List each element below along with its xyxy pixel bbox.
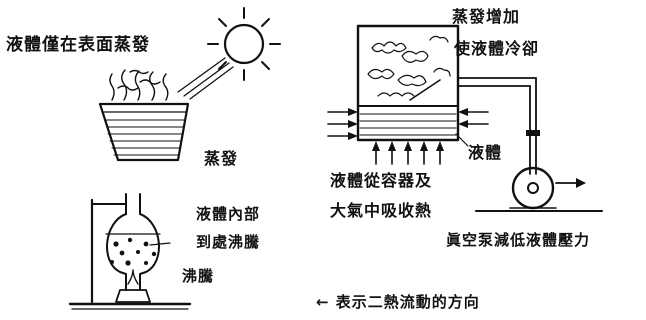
- vacuum-chamber: [356, 24, 460, 142]
- sun-icon: [207, 7, 281, 81]
- sunlight-rays: [177, 57, 234, 100]
- label-vacuum-pump: 眞空泵減低液體壓力: [446, 231, 591, 249]
- exhaust-arrow: [555, 178, 586, 188]
- label-inside-line1: 液體內部: [196, 205, 261, 223]
- vacuum-pipe: [457, 77, 540, 175]
- vacuum-pump-icon: [475, 166, 603, 212]
- label-evap-increase: 蒸發增加: [452, 7, 521, 26]
- label-boiling: 沸騰: [182, 267, 215, 285]
- vapor-wisps: [109, 69, 169, 101]
- boiling-flask-apparatus: [68, 193, 192, 310]
- evaporation-bowl: [98, 102, 190, 162]
- label-absorb-line1: 液體從容器及: [330, 171, 433, 190]
- boiling-bubbles: [110, 237, 157, 266]
- label-inside-line2: 到處沸騰: [196, 233, 261, 251]
- label-liquid-right: 液體: [468, 143, 503, 162]
- label-surface-only: 液體僅在表面蒸發: [6, 35, 150, 55]
- label-cools-liquid: 使液體冷卻: [454, 39, 540, 58]
- label-absorb-line2: 大氣中吸收熱: [330, 201, 433, 220]
- label-evaporation: 蒸發: [204, 149, 239, 168]
- legend-heat-flow: ← 表示二熱流動的方向: [316, 293, 480, 311]
- vapor-clouds: [367, 35, 451, 97]
